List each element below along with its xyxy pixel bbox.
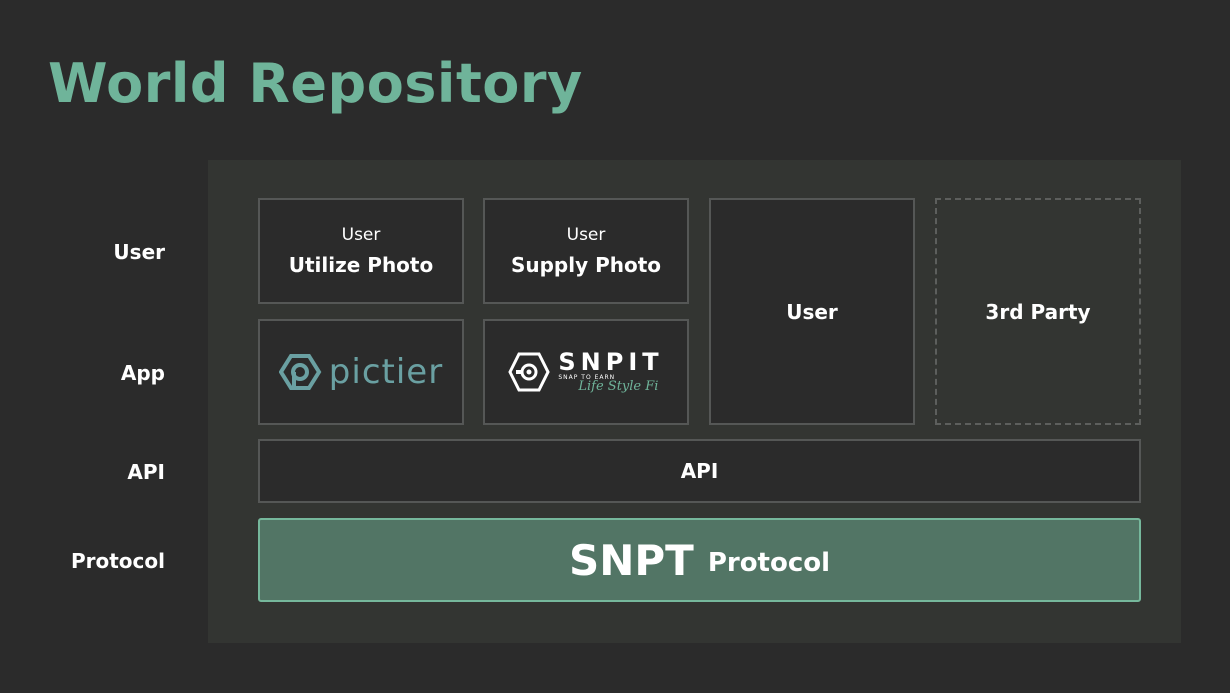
snpit-app-box: SNPIT SNAP TO EARN Life Style Fi: [483, 319, 689, 425]
protocol-box: SNPT Protocol: [258, 518, 1141, 602]
protocol-name: SNPT: [568, 535, 694, 585]
supply-photo-role: User: [566, 225, 606, 245]
api-box: API: [258, 439, 1141, 503]
row-label-api: API: [127, 460, 165, 484]
api-box-label: API: [680, 459, 719, 483]
protocol-label: Protocol: [707, 548, 831, 578]
supply-photo-label: Supply Photo: [510, 253, 662, 277]
row-label-user: User: [113, 240, 165, 264]
page-title: World Repository: [48, 52, 583, 115]
pictier-logo-text: pictier: [328, 352, 444, 392]
utilize-photo-role: User: [341, 225, 381, 245]
user-box-label: User: [786, 299, 838, 324]
utilize-photo-box: User Utilize Photo: [258, 198, 464, 304]
snpit-name: SNPIT: [558, 348, 664, 376]
pictier-logo-icon: [278, 354, 322, 390]
user-box: User: [709, 198, 915, 425]
snpit-logo-icon: [508, 352, 551, 392]
row-label-protocol: Protocol: [70, 549, 165, 573]
row-label-app: App: [120, 361, 165, 385]
utilize-photo-label: Utilize Photo: [288, 253, 434, 277]
third-party-label: 3rd Party: [985, 299, 1091, 324]
snpit-tagline: SNAP TO EARN: [558, 374, 616, 381]
pictier-app-box: pictier: [258, 319, 464, 425]
supply-photo-box: User Supply Photo: [483, 198, 689, 304]
snpit-script: Life Style Fi: [578, 379, 659, 394]
third-party-box: 3rd Party: [935, 198, 1141, 425]
snpit-wordmark: SNPIT SNAP TO EARN Life Style Fi: [558, 350, 663, 394]
